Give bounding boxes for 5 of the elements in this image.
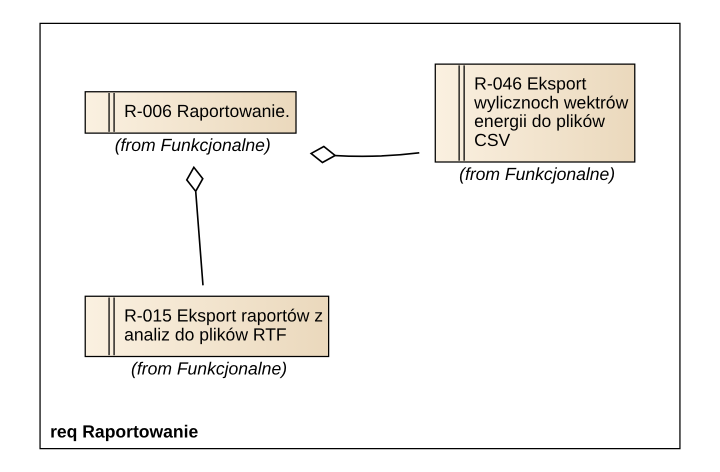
node-label: (from Funkcjonalne) [114,134,271,155]
connector [310,146,420,164]
connector [186,166,204,286]
node-label: (from Funkcjonalne) [131,358,288,378]
node-label: (from Funkcjonalne) [459,164,616,184]
